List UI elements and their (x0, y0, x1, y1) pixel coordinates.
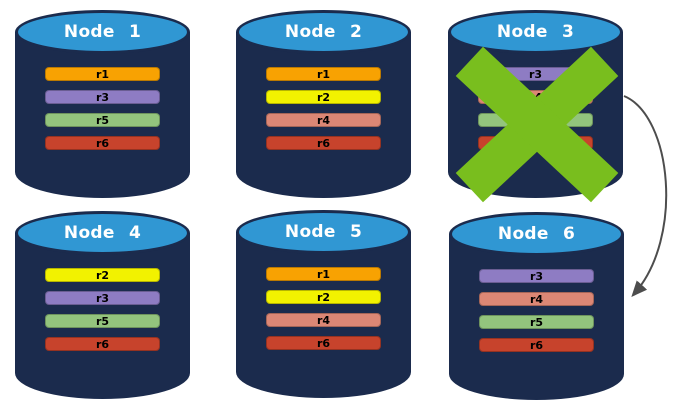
replica-label: r6 (316, 336, 331, 350)
replica-label: r6 (529, 338, 544, 352)
node-3: Node 3 r3 r4 r5 r6 (448, 10, 623, 203)
replica-label: r1 (95, 67, 110, 81)
cylinder-top: Node 6 (449, 212, 624, 256)
replica-bar: r5 (45, 314, 160, 328)
replica-label: r5 (529, 315, 544, 329)
replica-bar: r4 (266, 313, 381, 327)
node-title: Node 4 (63, 223, 142, 243)
replica-bar: r2 (266, 90, 381, 104)
replica-bar: r6 (478, 136, 593, 150)
replica-bar: r5 (479, 315, 594, 329)
replica-bar: r6 (266, 336, 381, 350)
replica-bar: r5 (45, 113, 160, 127)
replica-label: r5 (95, 113, 110, 127)
node-4: Node 4 r2 r3 r5 r6 (15, 211, 190, 401)
replica-bar: r4 (479, 292, 594, 306)
node-title: Node 1 (63, 22, 142, 42)
replica-label: r3 (529, 269, 544, 283)
replica-bars: r1 r3 r5 r6 (45, 67, 160, 150)
node-5: Node 5 r1 r2 r4 r6 (236, 210, 411, 400)
replica-bars: r3 r4 r5 r6 (479, 269, 594, 352)
replica-bar: r1 (45, 67, 160, 81)
node-2: Node 2 r1 r2 r4 r6 (236, 10, 411, 200)
replica-label: r4 (529, 292, 544, 306)
replica-bar: r2 (266, 290, 381, 304)
replica-bars: r1 r2 r4 r6 (266, 67, 381, 150)
node-6: Node 6 r3 r4 r5 r6 (449, 212, 624, 402)
node-title: Node 5 (284, 222, 363, 242)
cylinder-top: Node 5 (236, 210, 411, 254)
replica-label: r3 (528, 67, 543, 81)
replica-bar: r6 (45, 337, 160, 351)
replica-label: r2 (316, 90, 331, 104)
cylinder-top: Node 2 (236, 10, 411, 54)
replica-label: r3 (95, 90, 110, 104)
replica-label: r6 (95, 337, 110, 351)
replica-label: r1 (316, 67, 331, 81)
replica-bar: r4 (266, 113, 381, 127)
replica-label: r5 (528, 113, 543, 127)
replica-bar: r6 (266, 136, 381, 150)
node-1: Node 1 r1 r3 r5 r6 (15, 10, 190, 200)
node-title: Node 3 (496, 22, 575, 42)
replica-label: r6 (528, 136, 543, 150)
replica-label: r6 (95, 136, 110, 150)
cylinder-top: Node 4 (15, 211, 190, 255)
replica-label: r2 (316, 290, 331, 304)
replica-label: r5 (95, 314, 110, 328)
replica-bars: r2 r3 r5 r6 (45, 268, 160, 351)
replica-bar: r6 (45, 136, 160, 150)
replica-bar: r2 (45, 268, 160, 282)
replica-bar: r6 (479, 338, 594, 352)
cylinder-top: Node 1 (15, 10, 190, 54)
replica-bar: r5 (478, 113, 593, 127)
replica-bar: r3 (45, 90, 160, 104)
replica-label: r6 (316, 136, 331, 150)
replica-label: r3 (95, 291, 110, 305)
replica-bar: r3 (478, 67, 593, 81)
replica-bar: r1 (266, 67, 381, 81)
replica-label: r2 (95, 268, 110, 282)
replica-label: r4 (316, 113, 331, 127)
replica-bar: r1 (266, 267, 381, 281)
cylinder-top: Node 3 (448, 10, 623, 54)
replica-label: r1 (316, 267, 331, 281)
replica-bars: r1 r2 r4 r6 (266, 267, 381, 350)
failover-arrow-path (623, 95, 668, 297)
replica-label: r4 (316, 313, 331, 327)
replica-bar: r3 (479, 269, 594, 283)
node-title: Node 2 (284, 22, 363, 42)
replica-bar: r4 (478, 90, 593, 104)
node-title: Node 6 (497, 224, 576, 244)
replica-bars: r3 r4 r5 r6 (478, 67, 593, 150)
replica-bar: r3 (45, 291, 160, 305)
replica-label: r4 (528, 90, 543, 104)
